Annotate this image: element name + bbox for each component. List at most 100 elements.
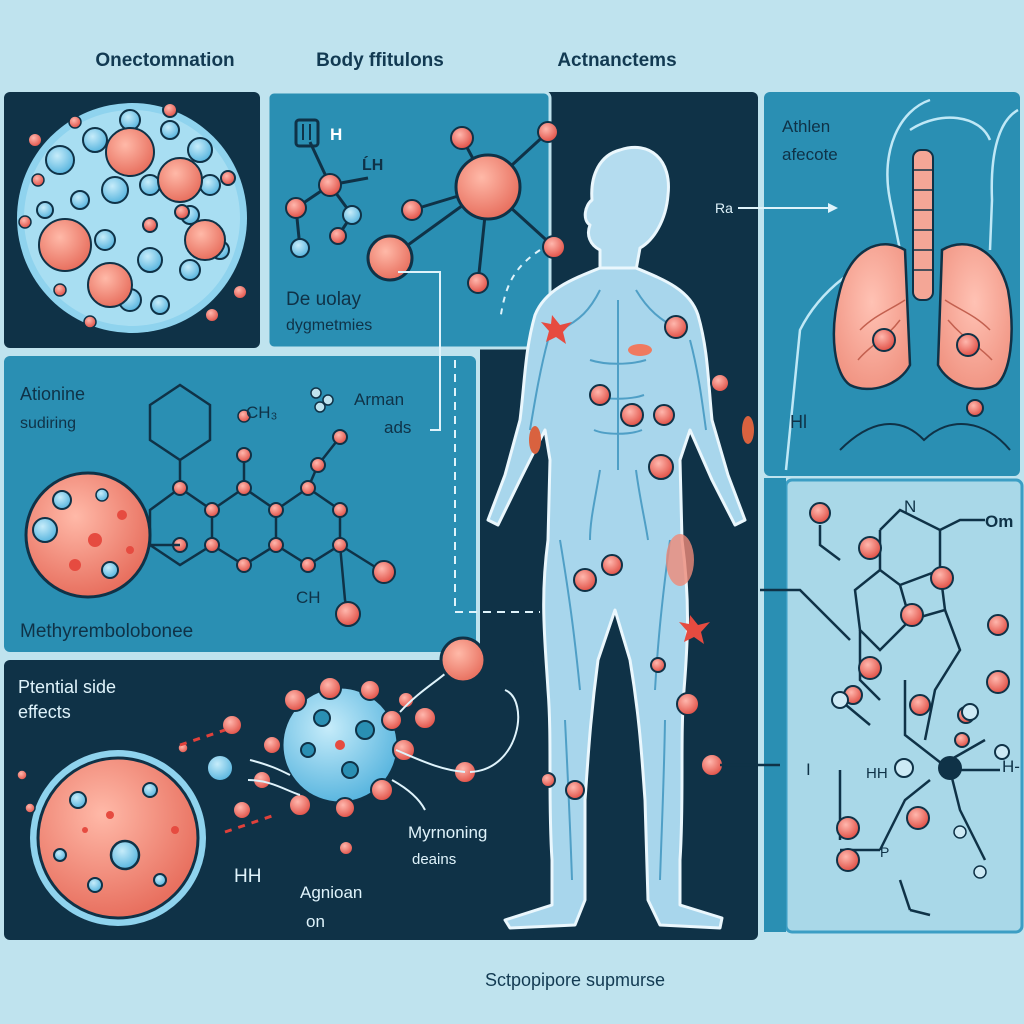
steroid-atom [268,502,284,518]
side-effects-label-myroning-1: Myrnoning [408,823,487,842]
steroid-atom [310,457,326,473]
particle [221,714,243,736]
side-effects-label-agnioan-1: Agnioan [300,883,362,902]
steroid-atom [237,409,251,423]
cell-blue [137,247,163,273]
trachea-icon [912,149,934,301]
structure-right-label-p: P [880,844,889,860]
body-hotspot [710,373,730,393]
steroid-atom [332,537,348,553]
cell-node [83,315,97,329]
cell-salmon [105,127,155,177]
structure-right-bonds [720,508,1000,917]
cell-blue [150,295,170,315]
cell-node [162,102,178,118]
body-hotspots [540,315,730,800]
steroid-atom [236,447,252,463]
cell-node [18,215,32,229]
particle [370,778,394,802]
atom [858,536,882,560]
structure-right-label-i: I [806,760,811,779]
structure-right-label-n: N [904,497,916,516]
cell-blue [94,229,116,251]
cell-node [31,173,45,187]
header-col2: Body ffitulons [316,50,444,71]
side-effects-label-agnioan-2: on [306,912,325,931]
cell-node [53,283,67,297]
particle [397,691,415,709]
particle [359,679,381,701]
steroid-atom [204,537,220,553]
structure-top-label-h: H [330,125,342,144]
cell-salmon [157,157,203,203]
side-effect-particles [16,676,477,856]
particle [283,688,307,712]
body-hotspot [650,657,666,673]
side-effects-label-hh: HH [234,866,261,887]
body-hotspot [620,403,644,427]
cell-node [220,170,236,186]
atom [930,566,954,590]
steroid-caption: Methyrembolobonee [20,621,193,642]
structure-top-caption-1: De uolay [286,289,361,310]
side-effects-title-1: Ptential side [18,677,116,697]
body-hotspot [664,315,688,339]
atom-light [831,691,849,709]
atom [858,656,882,680]
body-hotspot [589,384,611,406]
atom [987,614,1009,636]
atom [836,848,860,872]
footer-caption: Sctpopipore supmurse [485,970,665,990]
cluster-cells [18,102,248,329]
cell-salmon [184,219,226,261]
steroid-atom [172,480,188,496]
steroid-label-arman: Arman [354,390,404,409]
steroid-label-2: sudiring [20,415,76,432]
body-hotspot [676,692,700,716]
cell-blue [160,120,180,140]
structure-top-label-ch: ĹH [362,155,383,174]
atom [809,502,831,524]
particle [318,676,342,700]
body-hotspot [565,780,585,800]
cell-blue [179,259,201,281]
structure-top-box [294,118,320,148]
structure-top-caption-2: dygmetmies [286,317,372,334]
body-hotspot [540,772,556,788]
body-hotspot [648,454,674,480]
cell-blue [36,201,54,219]
structure-right-atoms [809,502,1010,879]
side-effects-label-myroning-2: deains [412,851,456,868]
cell-blue [45,145,75,175]
steroid-label-ch3: CH₃ [246,403,277,422]
particle [24,802,36,814]
lungs-title-2: afecote [782,145,838,164]
steroid-atom [204,502,220,518]
particle [16,769,28,781]
steroid-label-ch: CH [296,588,321,607]
cell-steroid [24,471,152,599]
atom-light [894,758,914,778]
particle [381,709,403,731]
lung-left-icon [832,243,912,391]
side-effects-title-2: effects [18,702,71,722]
header-col1: Onectomnation [95,50,234,71]
atom [986,670,1010,694]
atom [900,603,924,627]
steroid-atom [332,429,348,445]
cell-blue [199,174,221,196]
body-inflammation [529,315,754,644]
side-effect-cell-blue [280,685,400,805]
steroid-atom [300,557,316,573]
lungs-arrow-label: Ra [715,200,733,216]
steroid-atoms [172,409,348,573]
cell-salmon [87,262,133,308]
atom-light [994,744,1010,760]
lung-right-icon [936,243,1013,391]
cell-blue [70,190,90,210]
body-hotspot [601,554,623,576]
particle [262,735,282,755]
cell-salmon [38,218,92,272]
lungs-title-1: Athlen [782,117,830,136]
